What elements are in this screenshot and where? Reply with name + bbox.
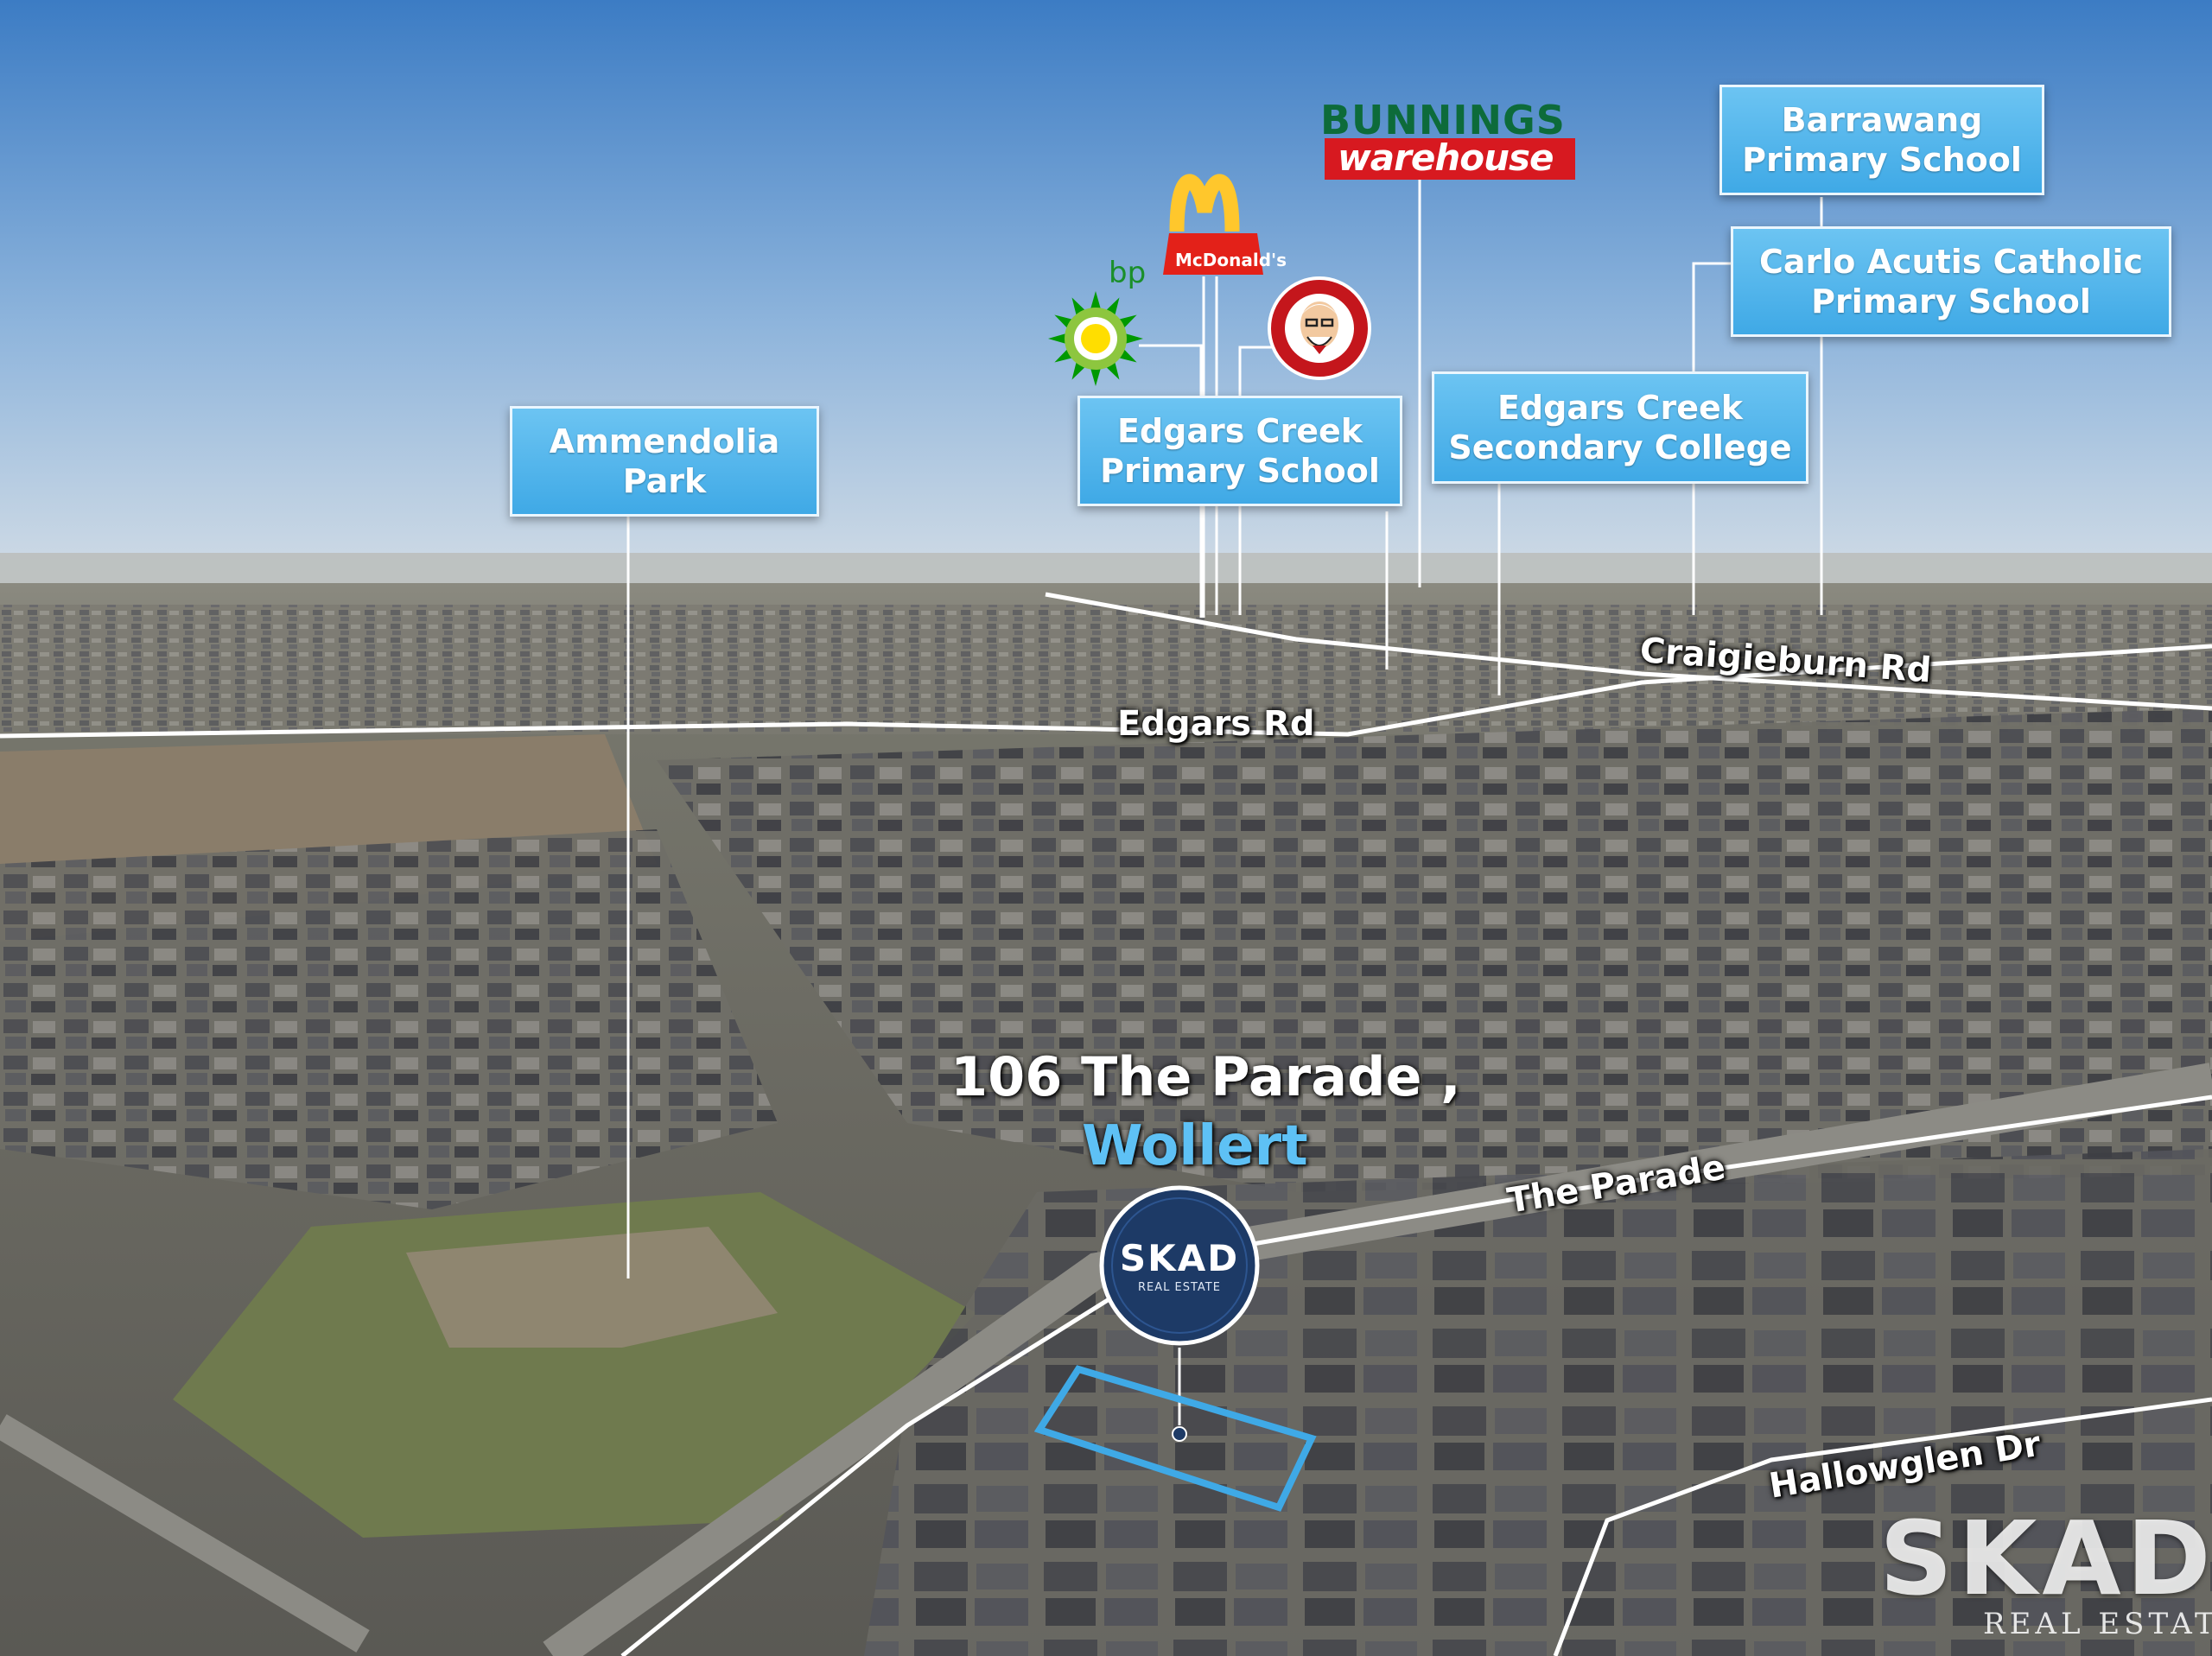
label-carlo-acutis-primary: Carlo Acutis Catholic Primary School — [1731, 226, 2171, 337]
label-edgars-creek-primary-text: Edgars Creek Primary School — [1100, 412, 1380, 490]
the-parade-line-south — [620, 1293, 1116, 1656]
watermark-sub: REAL ESTATE — [1983, 1607, 2212, 1641]
watermark-brand: SKAD — [1879, 1499, 2212, 1618]
label-carlo-acutis-primary-text: Carlo Acutis Catholic Primary School — [1758, 243, 2144, 320]
label-edgars-creek-primary: Edgars Creek Primary School — [1077, 396, 1402, 506]
road-label-edgars-rd: Edgars Rd — [1117, 704, 1315, 744]
badge-sub: REAL ESTATE — [1138, 1281, 1221, 1294]
park-green — [173, 1192, 976, 1538]
craigieburn-rd-line — [1045, 592, 2212, 711]
badge-brand: SKAD — [1119, 1237, 1240, 1279]
the-parade-line — [1252, 1094, 2212, 1247]
mcdonalds-logo-text: McDonald's — [1175, 250, 1287, 270]
bunnings-logo-bg — [1325, 138, 1575, 180]
property-address: 106 The Parade , — [950, 1045, 1461, 1108]
bp-logo-text: bp — [1109, 256, 1147, 290]
main-road — [543, 1063, 2212, 1656]
hallowglen-dr-line — [1553, 1397, 2212, 1656]
mid-suburbs-right — [657, 708, 2212, 1192]
label-edgars-creek-secondary-text: Edgars Creek Secondary College — [1448, 389, 1792, 466]
label-barrawang-primary-text: Barrawang Primary School — [1742, 101, 2022, 179]
property-suburb: Wollert — [1082, 1114, 1308, 1178]
skad-badge — [1099, 1185, 1260, 1346]
kfc-logo-icon — [1268, 276, 1371, 380]
side-road — [0, 1414, 370, 1653]
mid-suburbs-left — [0, 829, 778, 1209]
skad-badge-inner — [1111, 1197, 1248, 1334]
bp-logo-icon — [1048, 291, 1143, 386]
bunnings-logo-bottom: warehouse — [1338, 136, 1554, 179]
label-edgars-creek-secondary: Edgars Creek Secondary College — [1432, 371, 1808, 484]
bunnings-logo-top: BUNNINGS — [1320, 97, 1566, 143]
label-barrawang-primary: Barrawang Primary School — [1719, 85, 2044, 195]
label-ammendolia-park: Ammendolia Park — [510, 406, 819, 517]
label-ammendolia-park-text: Ammendolia Park — [549, 422, 780, 500]
property-outline — [1033, 1365, 1317, 1512]
property-pin-dot — [1172, 1426, 1187, 1442]
mcdonalds-logo-icon — [1163, 174, 1263, 275]
park-dirt — [406, 1227, 778, 1348]
edgars-rd-line — [0, 644, 2212, 739]
